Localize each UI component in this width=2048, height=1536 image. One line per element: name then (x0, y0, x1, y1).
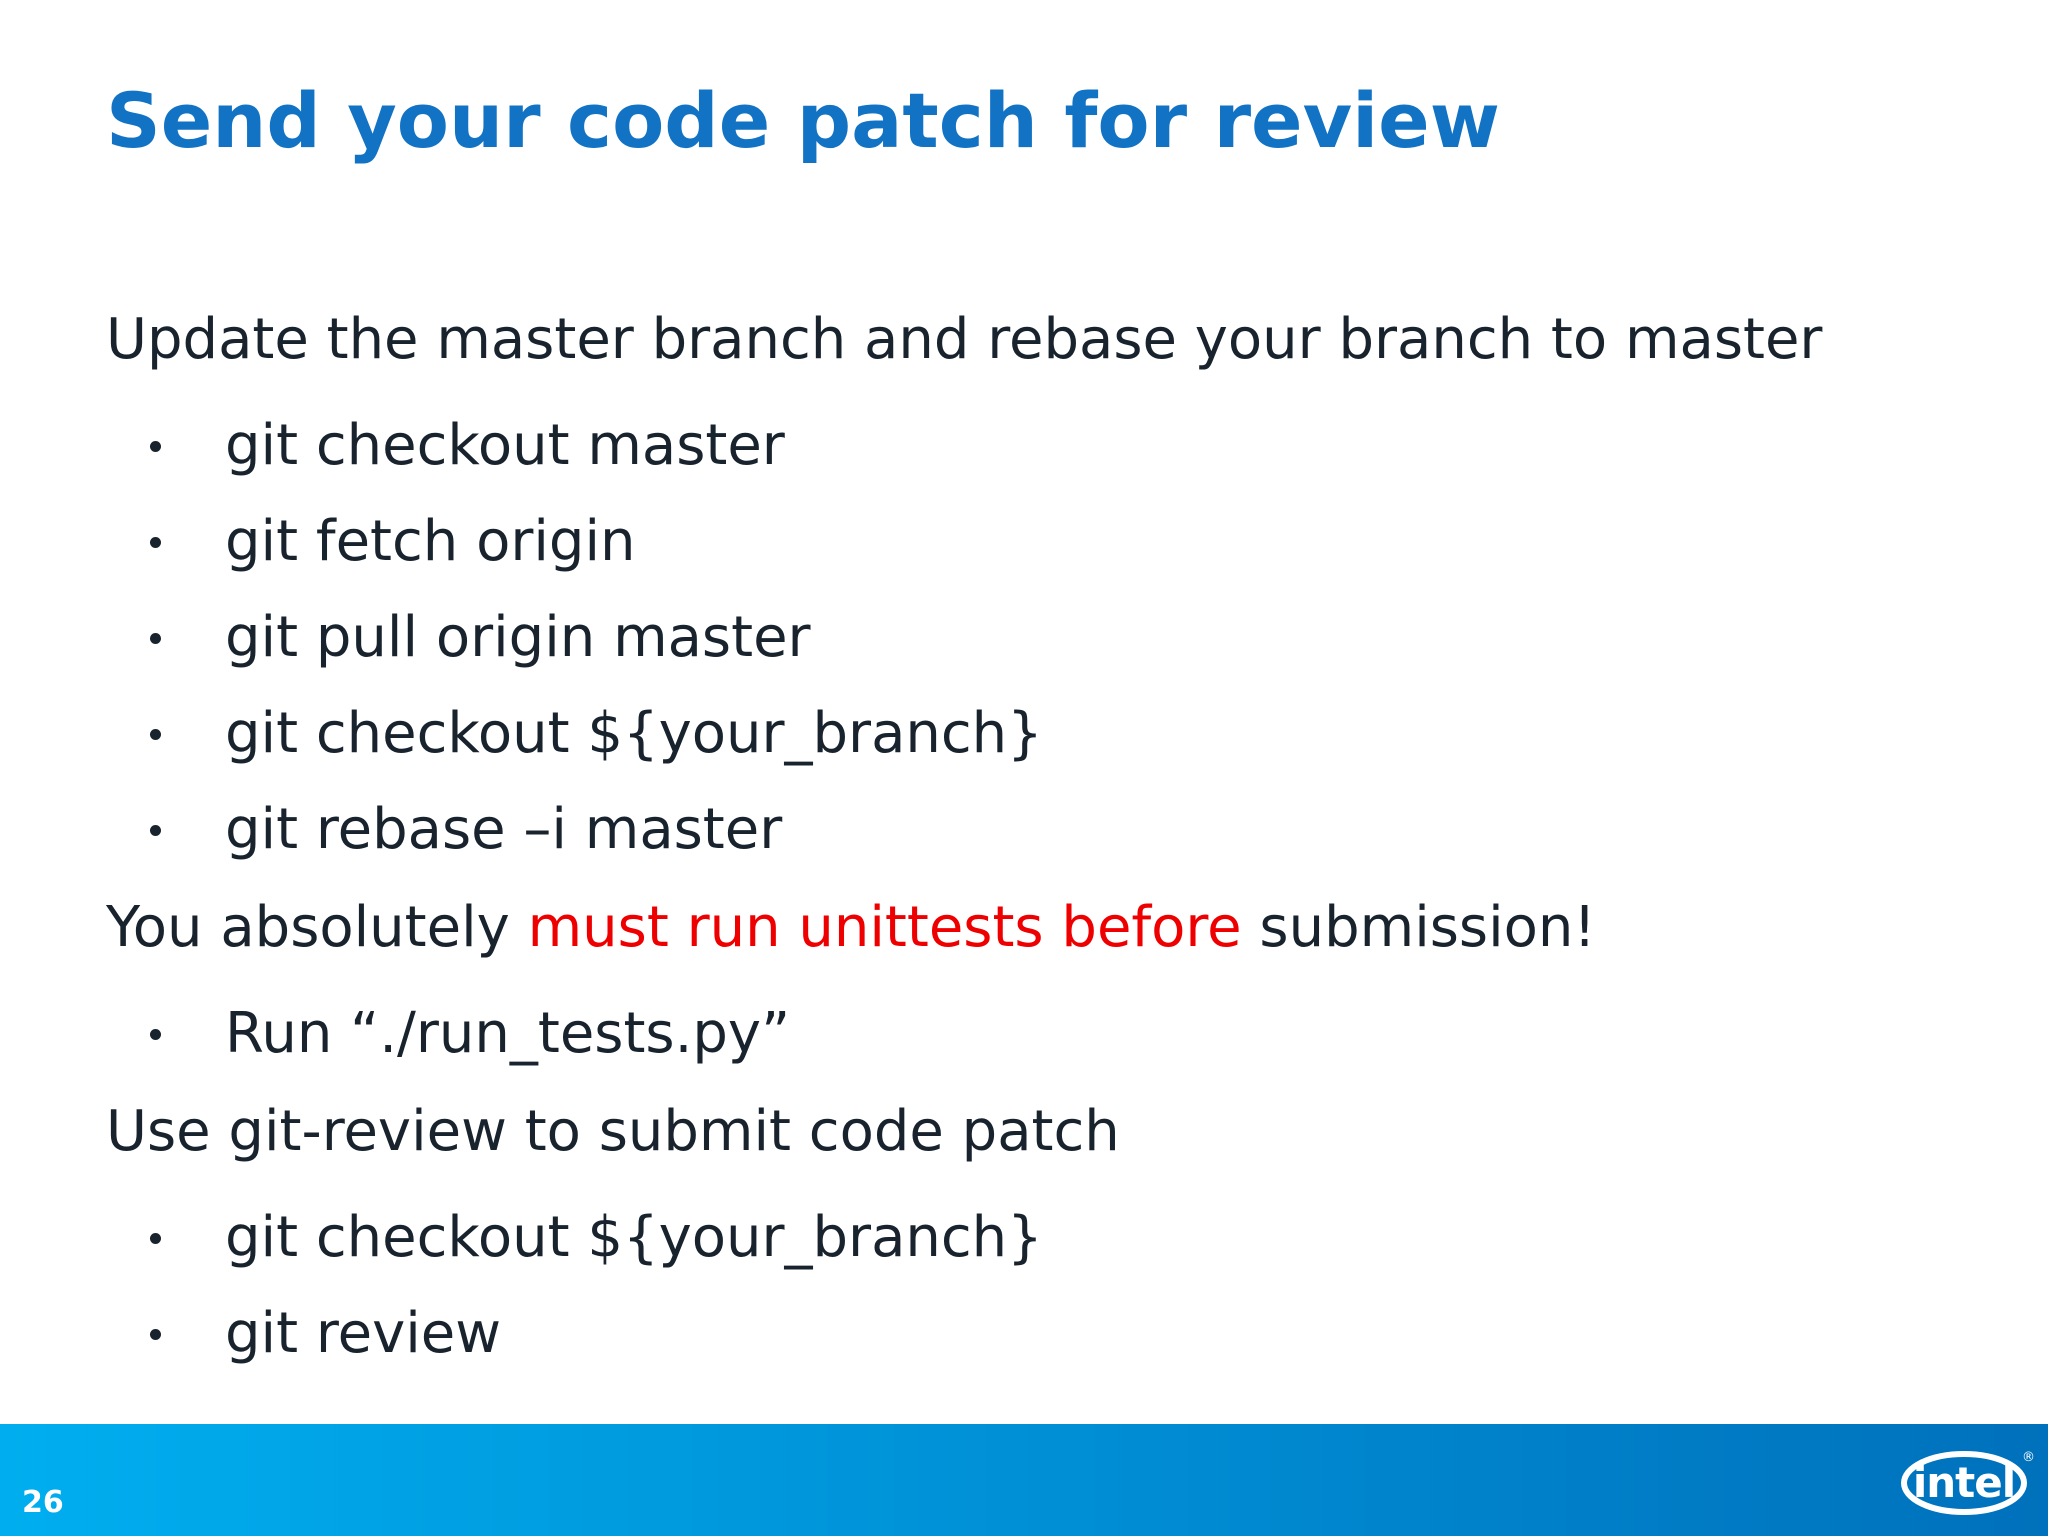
bullet-text: git rebase –i master (225, 797, 783, 862)
page-title: Send your code patch for review (106, 76, 1500, 165)
bullet-dot (106, 417, 225, 475)
bullet-text: git checkout ${your_branch} (225, 701, 1043, 766)
list-item: git checkout ${your_branch} (106, 1209, 2008, 1267)
list-item: git pull origin master (106, 609, 2008, 667)
bullet-text: git fetch origin (225, 509, 636, 574)
bullet-dot (106, 1305, 225, 1363)
page-number: 26 (22, 1485, 64, 1520)
heading-highlight: must run unittests before (527, 895, 1242, 960)
section-heading: Update the master branch and rebase your… (106, 307, 1823, 372)
footer-bar: 26 intel ® (0, 1424, 2048, 1536)
bullet-text: git review (225, 1301, 502, 1366)
bullet-dot (106, 513, 225, 571)
section-unittests: You absolutely must run unittests before… (106, 897, 2008, 1063)
section-heading: You absolutely must run unittests before… (106, 897, 2008, 959)
bullet-dot (106, 801, 225, 859)
list-item: git checkout ${your_branch} (106, 705, 2008, 763)
list-item: git checkout master (106, 417, 2008, 475)
bullet-dot (106, 1209, 225, 1267)
heading-suffix: submission! (1241, 895, 1596, 960)
section-update-rebase: Update the master branch and rebase your… (106, 309, 2008, 859)
section-git-review: Use git-review to submit code patch git … (106, 1101, 2008, 1363)
bullet-text: Run “./run_tests.py” (225, 1001, 791, 1066)
list-item: git review (106, 1305, 2008, 1363)
heading-prefix: You absolutely (106, 895, 528, 960)
bullet-dot (106, 1005, 225, 1063)
list-item: git rebase –i master (106, 801, 2008, 859)
bullet-dot (106, 609, 225, 667)
list-item: Run “./run_tests.py” (106, 1005, 2008, 1063)
slide-body: Update the master branch and rebase your… (106, 309, 2008, 1401)
list-item: git fetch origin (106, 513, 2008, 571)
bullet-dot (106, 705, 225, 763)
intel-logo-text: intel (1913, 1458, 2015, 1507)
bullet-text: git pull origin master (225, 605, 811, 670)
intel-logo-icon: intel ® (1901, 1450, 2035, 1515)
section-heading: Use git-review to submit code patch (106, 1099, 1120, 1164)
registered-trademark-icon: ® (2022, 1450, 2035, 1465)
bullet-text: git checkout ${your_branch} (225, 1205, 1043, 1270)
bullet-text: git checkout master (225, 413, 785, 478)
